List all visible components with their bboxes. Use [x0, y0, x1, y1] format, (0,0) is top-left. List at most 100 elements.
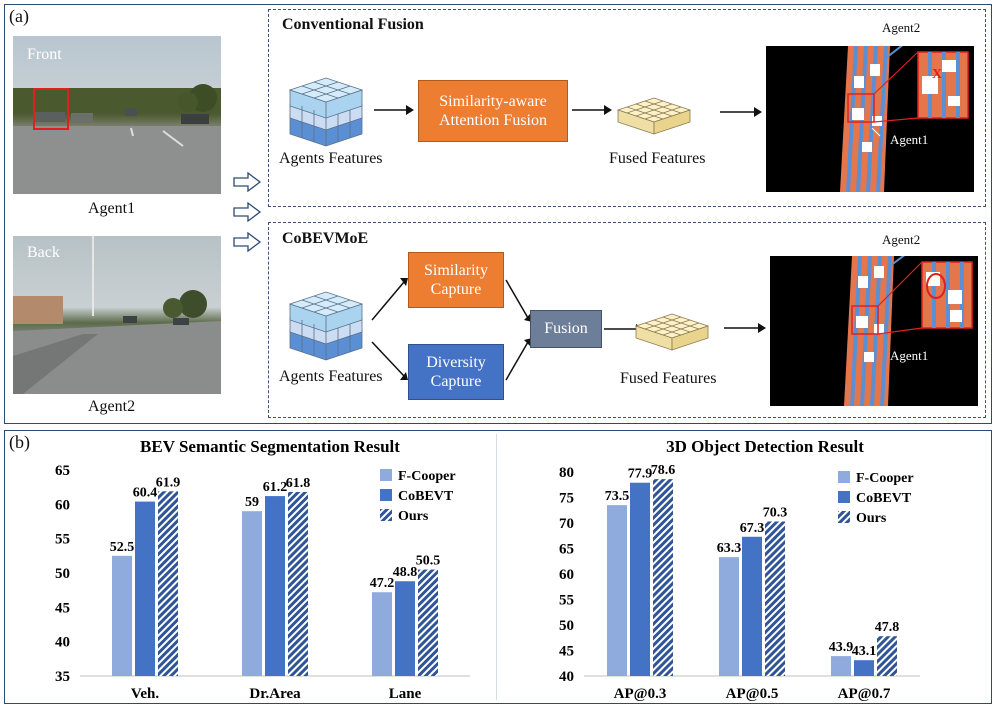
- error-mark-icon: X: [932, 67, 942, 82]
- legend-label: CoBEVT: [398, 489, 454, 504]
- data-label: 43.9: [829, 640, 854, 655]
- flow-arrows: [233, 172, 262, 252]
- data-label: 70.3: [763, 505, 788, 520]
- legend-swatch: [380, 469, 392, 481]
- data-label: 77.9: [628, 467, 653, 482]
- hollow-arrow-icon: [233, 172, 262, 193]
- bev-map-cobevmoe: [770, 256, 978, 406]
- x-tick-label: Veh.: [131, 686, 159, 702]
- cobevmoe-box: [268, 222, 986, 418]
- bar: [372, 592, 392, 676]
- arrow-icon: [572, 105, 612, 115]
- y-tick-label: 40: [559, 669, 574, 685]
- agent1-view-label: Front: [27, 46, 62, 63]
- agent2-back-view-image: Back: [13, 236, 221, 394]
- y-tick-label: 70: [559, 516, 574, 532]
- bev-segmentation-chart: BEV Semantic Segmentation Result 35 40 45 50…: [55, 437, 470, 702]
- legend-label: F-Cooper: [856, 471, 914, 486]
- moe-map-agent2-label: Agent2: [882, 232, 921, 247]
- y-tick-label: 45: [559, 644, 574, 660]
- y-tick-label: 65: [559, 542, 574, 558]
- data-label: 59: [245, 495, 259, 510]
- y-tick-label: 45: [55, 600, 70, 616]
- panel-a-label: (a): [9, 6, 29, 26]
- box-line-2: Attention Fusion: [438, 112, 547, 129]
- fusion-box: Fusion: [530, 310, 602, 348]
- data-label: 61.8: [286, 476, 311, 491]
- agent2-caption: Agent2: [88, 398, 136, 415]
- y-tick-label: 40: [55, 635, 70, 651]
- bar: [242, 511, 262, 676]
- y-tick-label: 60: [559, 567, 574, 583]
- conventional-fusion-title: Conventional Fusion: [282, 16, 424, 33]
- agent1-front-view-image: Front: [13, 36, 221, 194]
- x-tick-label: AP@0.7: [838, 686, 891, 702]
- panel-b-divider: [496, 434, 497, 700]
- data-label: 48.8: [393, 565, 418, 580]
- hollow-arrow-icon: [233, 201, 262, 223]
- bar: [854, 660, 874, 676]
- moe-fused-features-label: Fused Features: [620, 370, 717, 387]
- agents-features-cube-icon: [288, 291, 364, 361]
- arrow-icon: [720, 107, 762, 117]
- panel-b-label: (b): [9, 432, 30, 452]
- conventional-fusion-box: [268, 9, 986, 207]
- x-tick-label: Dr.Area: [249, 686, 301, 702]
- box-line-2: Capture: [430, 373, 482, 390]
- data-label: 63.3: [717, 541, 742, 556]
- agent1-caption: Agent1: [88, 200, 136, 217]
- x-tick-label: AP@0.5: [726, 686, 779, 702]
- bev-map-conventional: X: [766, 46, 974, 192]
- arrow-icon: [724, 323, 766, 333]
- highlight-circle-icon: [926, 273, 946, 299]
- bar: [395, 581, 415, 676]
- panel-a: [4, 4, 992, 424]
- chart-title: 3D Object Detection Result: [666, 437, 864, 456]
- data-label: 47.8: [875, 620, 900, 635]
- legend-swatch: [380, 509, 392, 521]
- arrow-icon: [374, 105, 414, 115]
- legend-swatch: [380, 489, 392, 501]
- data-label: 78.6: [651, 463, 676, 478]
- bar: [630, 482, 650, 676]
- agents-features-cube-icon: [288, 77, 364, 147]
- legend-label: Ours: [398, 509, 429, 524]
- fused-features-grid-icon: [634, 313, 710, 351]
- data-label: 47.2: [370, 576, 395, 591]
- bar: [607, 505, 627, 676]
- moe-agents-features-label: Agents Features: [279, 368, 383, 385]
- legend-swatch: [838, 471, 850, 483]
- bar: [265, 496, 285, 676]
- bar: [877, 636, 897, 676]
- y-tick-label: 35: [55, 669, 70, 685]
- box-line-2: Capture: [430, 281, 482, 298]
- bar: [158, 491, 178, 676]
- data-label: 73.5: [605, 489, 630, 504]
- fused-features-grid-icon: [616, 97, 692, 135]
- y-tick-label: 50: [55, 566, 70, 582]
- y-tick-label: 65: [55, 463, 70, 479]
- agent2-view-label: Back: [27, 244, 60, 261]
- legend-swatch: [838, 491, 850, 503]
- x-tick-label: Lane: [389, 686, 422, 702]
- x-tick-label: AP@0.3: [614, 686, 667, 702]
- data-label: 67.3: [740, 521, 765, 536]
- legend-label: CoBEVT: [856, 491, 912, 506]
- legend-label: Ours: [856, 511, 887, 526]
- bar: [418, 569, 438, 676]
- y-tick-label: 50: [559, 618, 574, 634]
- panel-b: [4, 430, 992, 704]
- box-line-1: Similarity-aware: [439, 92, 547, 110]
- bar: [288, 491, 308, 676]
- y-tick-label: 75: [559, 491, 574, 507]
- hollow-arrow-icon: [233, 231, 262, 252]
- data-label: 61.2: [263, 480, 288, 495]
- bar: [765, 521, 785, 676]
- bar: [112, 555, 132, 676]
- box-line-1: Similarity: [424, 261, 488, 279]
- conv-map-agent2-label: Agent2: [882, 20, 921, 35]
- chart-title: BEV Semantic Segmentation Result: [140, 437, 400, 456]
